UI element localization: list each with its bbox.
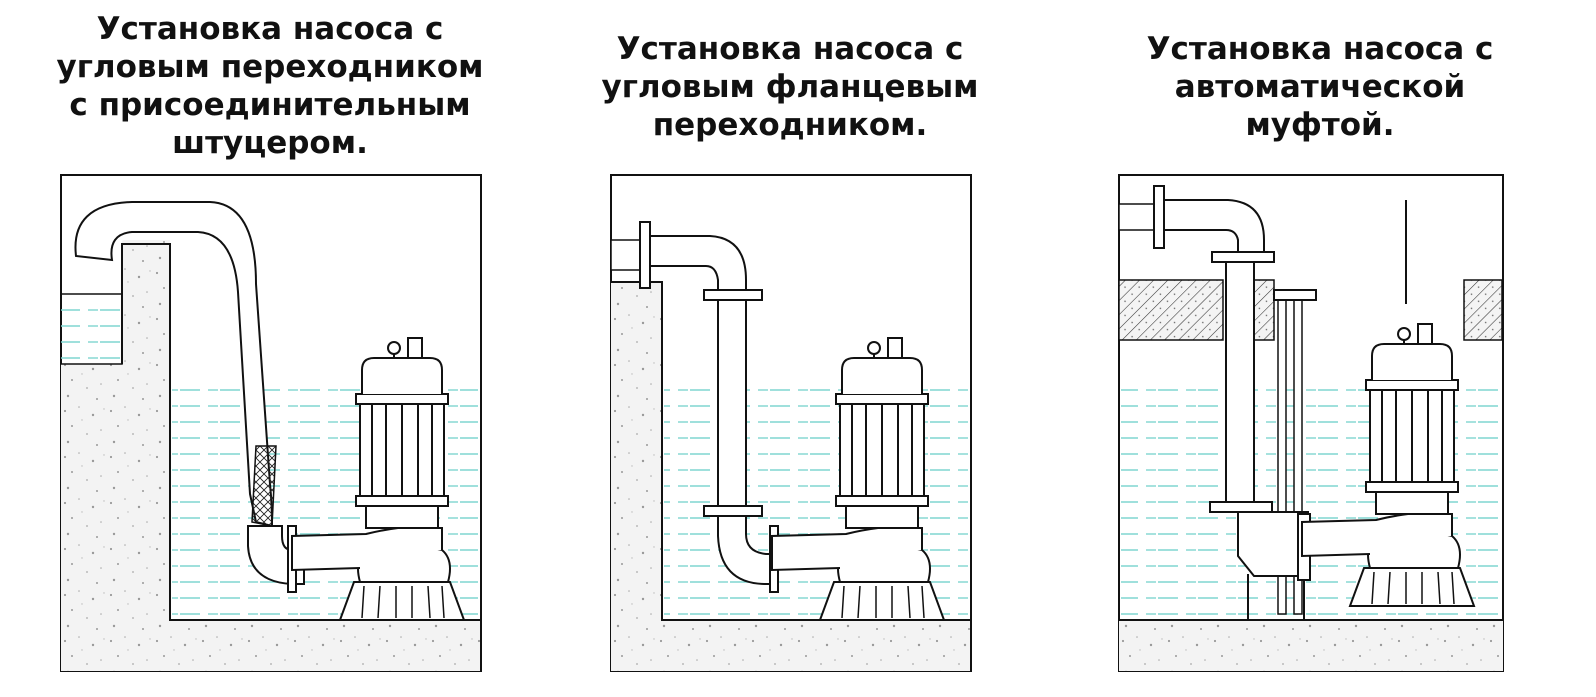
diagram-panel-1 bbox=[60, 174, 482, 672]
diagram-panel-2 bbox=[610, 174, 972, 672]
title-angle-flange-adapter: Установка насоса с угловым фланцевым пер… bbox=[601, 31, 979, 143]
title-auto-coupling: Установка насоса с автоматической муфтой… bbox=[1146, 31, 1494, 143]
title-angle-adapter-fitting: Установка насоса с угловым переходником … bbox=[56, 11, 484, 161]
diagram-panel-3 bbox=[1118, 174, 1504, 672]
